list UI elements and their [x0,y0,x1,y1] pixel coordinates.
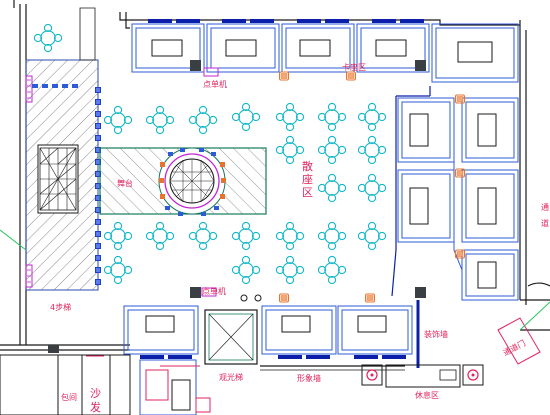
room-label-c: 发 [90,400,101,414]
columns [48,60,426,353]
booth-area-label: 卡座区 [342,62,366,72]
top-booths [131,23,519,83]
order-terminals: 点单机 点单机 卡座区 [201,62,366,297]
stage: 舞台 [99,147,267,216]
decor-wall-label: 装饰墙 [424,329,448,339]
order-terminal-top-label: 点单机 [203,79,227,89]
top-booth-chairs [148,19,424,23]
zone-label-3: 区 [302,186,313,199]
zone-label-2: 座 [302,172,313,186]
stairs-label: 4步梯 [50,302,71,312]
access-door: 通道门 [497,301,550,365]
sightseeing-lift: 观光梯 [204,309,258,382]
lift-label: 观光梯 [219,372,243,382]
side-label-1: 通 [541,202,549,212]
decor-wall: 装饰墙 形象墙 [260,300,448,383]
bottom-left-rooms [0,354,211,415]
side-label-2: 道 [541,218,549,228]
rest-area: 休息区 [361,364,484,400]
right-booths [397,97,519,301]
bottom-booth-chairs [140,355,406,359]
bottom-booths [123,305,413,355]
room-label-a: 包间 [61,392,77,402]
order-terminal-mid-label: 点单机 [202,286,226,296]
partitions [391,86,431,297]
rest-area-label: 休息区 [415,390,439,400]
image-wall-label: 形象墙 [297,373,321,383]
room-label-b: 沙 [90,387,101,400]
fixtures [86,294,262,367]
door-label: 通道门 [501,338,527,358]
bar-area [0,7,99,291]
zone-label-1: 散 [302,159,313,173]
stage-label: 舞台 [117,178,133,188]
